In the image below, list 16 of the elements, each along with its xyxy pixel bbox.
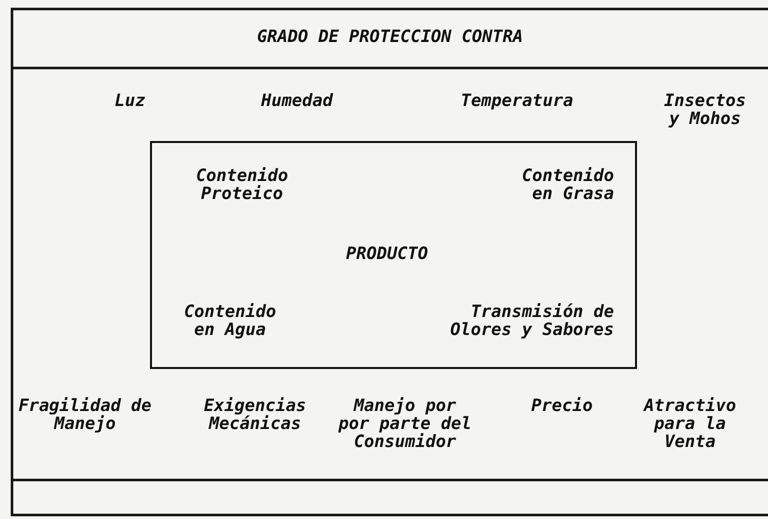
title: GRADO DE PROTECCION CONTRA [256,28,524,46]
requirement-label: Atractivo para la Venta [642,397,738,451]
product-label: PRODUCTO [345,245,429,263]
hazard-label: Insectos y Mohos [663,92,747,128]
requirement-label: Manejo por por parte del Consumidor [337,397,473,451]
requirement-label: Precio [530,397,594,415]
property-label: Transmisión de Olores y Sabores [449,303,614,339]
hazard-label: Humedad [260,92,334,110]
property-label: Contenido en Grasa [520,167,614,203]
hazard-label: Temperatura [460,92,574,110]
property-label: Contenido en Agua [182,303,278,339]
hazard-label: Luz [114,92,146,110]
requirement-label: Fragilidad de Manejo [17,397,153,433]
requirement-label: Exigencias Mecánicas [202,397,308,433]
product-box [150,141,637,369]
property-label: Contenido Proteico [194,167,290,203]
